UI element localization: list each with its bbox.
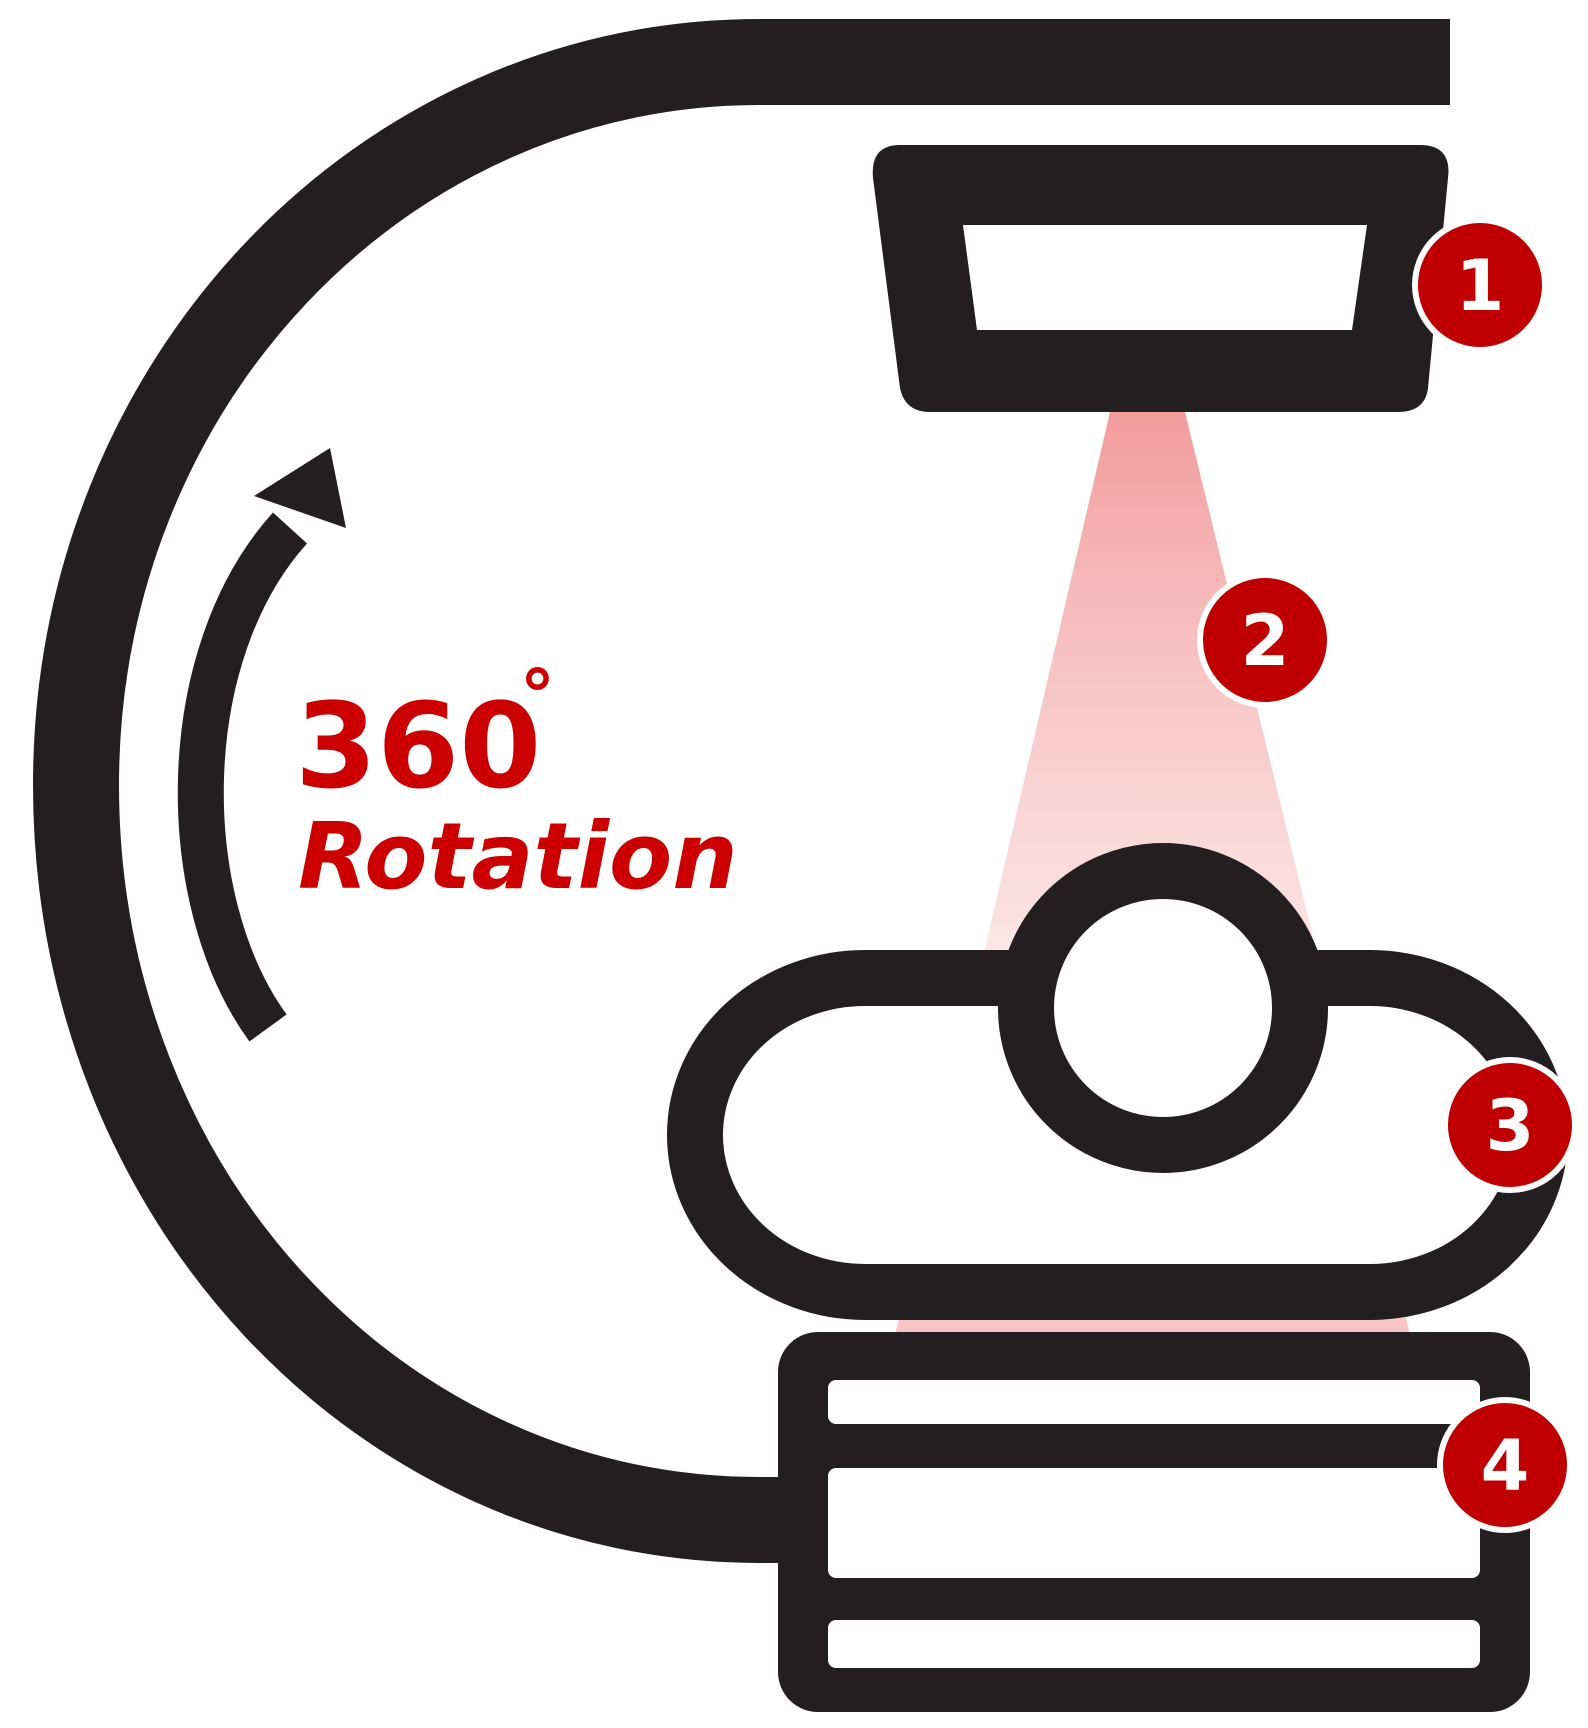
degree-mark: ° (520, 655, 555, 737)
badge-1: 1 (1412, 217, 1548, 353)
detector-icon (778, 1332, 1530, 1712)
x-ray-source-icon (872, 145, 1449, 412)
badge-2-label: 2 (1241, 600, 1290, 682)
curved-arrow-icon (177, 448, 346, 1042)
rotation-word: Rotation (298, 803, 738, 910)
badge-3: 3 (1442, 1057, 1578, 1193)
badge-3-label: 3 (1486, 1085, 1535, 1167)
rotation-number: 360 (295, 677, 541, 815)
badge-4-label: 4 (1481, 1425, 1530, 1507)
c-arm-gantry-icon (32, 19, 1450, 1563)
badge-2: 2 (1197, 572, 1333, 708)
rotation-label: 360 ° Rotation (295, 655, 738, 910)
patient-icon (667, 843, 1568, 1320)
badge-4: 4 (1437, 1397, 1573, 1533)
badge-1-label: 1 (1456, 245, 1505, 327)
